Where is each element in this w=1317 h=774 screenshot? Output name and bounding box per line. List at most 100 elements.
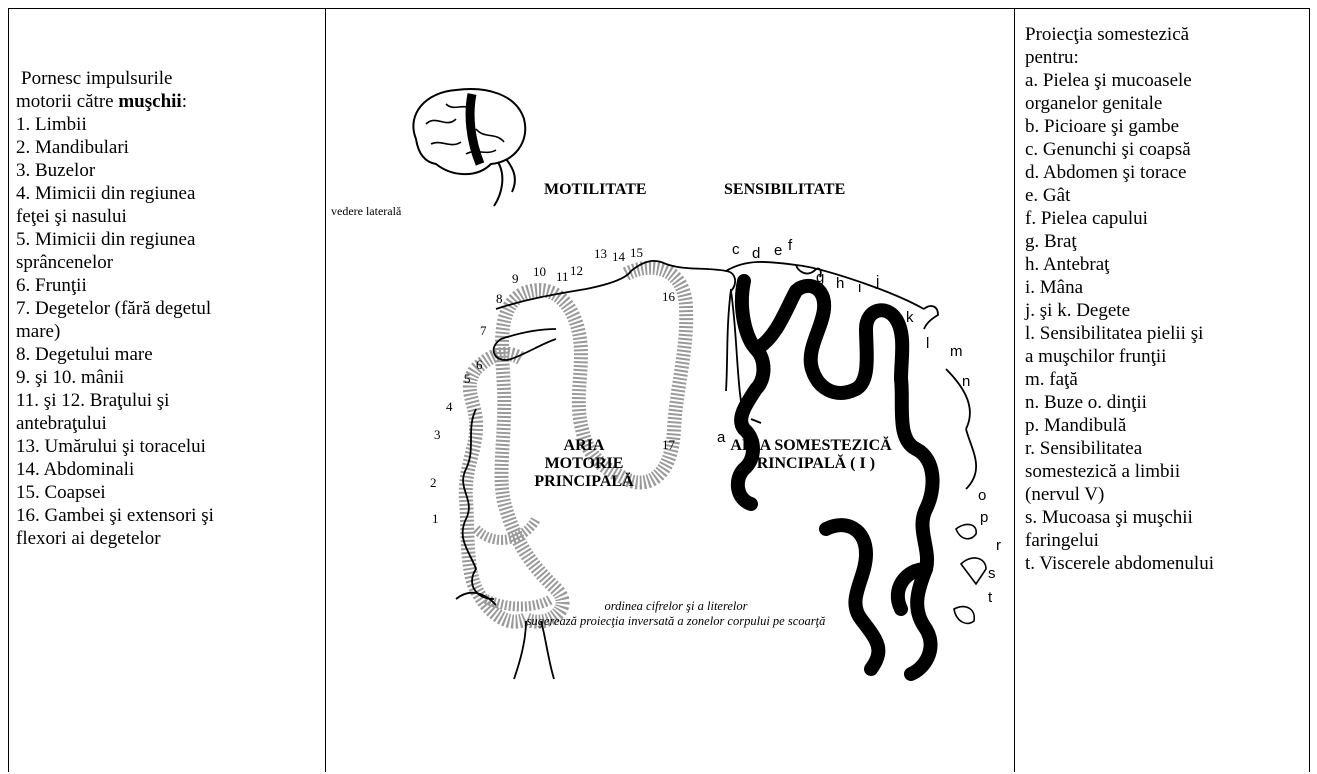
motor-number: 6: [476, 357, 483, 373]
muscles-bold-word: muşchii: [118, 91, 181, 112]
list-item: feţei şi nasului: [16, 205, 321, 228]
list-item: flexori ai degetelor: [16, 527, 321, 550]
list-item: 8. Degetului mare: [16, 343, 321, 366]
sensory-letter: t: [988, 589, 992, 606]
sensory-list-cell: Proiecţia somestezică pentru: a. Pielea …: [1025, 23, 1307, 772]
list-item: organelor genitale: [1025, 92, 1307, 115]
motor-number: 5: [464, 371, 471, 387]
list-item: 3. Buzelor: [16, 159, 321, 182]
list-item: antebraţului: [16, 412, 321, 435]
list-item: 4. Mimicii din regiunea: [16, 182, 321, 205]
list-item: m. faţă: [1025, 368, 1307, 391]
list-item: (nervul V): [1025, 483, 1307, 506]
sensitivity-heading: SENSIBILITATE: [724, 181, 845, 199]
list-item: 14. Abdominali: [16, 458, 321, 481]
list-item: e. Gât: [1025, 184, 1307, 207]
sensory-letter: p: [980, 509, 988, 526]
sensory-letter: l: [926, 335, 929, 352]
sensory-letter: o: [978, 487, 986, 504]
motor-number: 7: [480, 323, 487, 339]
table-border-left: [8, 9, 9, 772]
homunculus-figure: [326, 9, 1014, 771]
side-view-label: vedere laterală: [331, 204, 401, 219]
list-item: 5. Mimicii din regiunea: [16, 228, 321, 251]
list-item: l. Sensibilitatea pielii şi: [1025, 322, 1307, 345]
sensory-letter: n: [962, 373, 970, 390]
motor-number: 14: [612, 249, 625, 265]
tongue-pharynx-icons: [954, 524, 986, 623]
list-item: t. Viscerele abdomenului: [1025, 552, 1307, 575]
list-item: c. Genunchi şi coapsă: [1025, 138, 1307, 161]
sensory-letter: f: [788, 237, 792, 254]
sensory-letter: b: [737, 281, 745, 298]
sensory-letter: c: [732, 241, 740, 258]
list-item: 6. Frunţii: [16, 274, 321, 297]
list-item: Proiecţia somestezică: [1025, 23, 1307, 46]
motor-number: 2: [430, 475, 437, 491]
motor-number: 17: [662, 437, 675, 453]
table-border-right: [1309, 9, 1310, 772]
sensory-letter: h: [836, 275, 844, 292]
motor-number: 3: [434, 427, 441, 443]
list-item: r. Sensibilitatea: [1025, 437, 1307, 460]
sensory-letter: r: [996, 537, 1001, 554]
sensory-letter: d: [752, 245, 760, 262]
list-item: sprâncenelor: [16, 251, 321, 274]
list-item: f. Pielea capului: [1025, 207, 1307, 230]
sensory-letter: s: [988, 565, 996, 582]
motor-number: 11: [556, 269, 569, 285]
list-item: 16. Gambei şi extensori şi: [16, 504, 321, 527]
list-item: a. Pielea şi mucoasele: [1025, 69, 1307, 92]
sensory-letter: m: [950, 343, 963, 360]
list-item: 7. Degetelor (fără degetul: [16, 297, 321, 320]
motor-intro-line2: motorii către muşchii:: [16, 90, 321, 113]
list-item: pentru:: [1025, 46, 1307, 69]
list-item: 11. şi 12. Braţului şi: [16, 389, 321, 412]
list-item: 2. Mandibulari: [16, 136, 321, 159]
figure-cell: vedere laterală MOTILITATE SENSIBILITATE…: [326, 9, 1014, 772]
list-item: 1. Limbii: [16, 113, 321, 136]
list-item: j. şi k. Degete: [1025, 299, 1307, 322]
motor-number: 13: [594, 246, 607, 262]
list-item: g. Braţ: [1025, 230, 1307, 253]
list-item: somestezică a limbii: [1025, 460, 1307, 483]
brain-lateral-view-icon: [413, 89, 525, 206]
sensory-letter: k: [906, 309, 914, 326]
motility-heading: MOTILITATE: [544, 181, 647, 199]
sensory-letter: e: [774, 242, 782, 259]
figure-caption: ordinea cifrelor şi a literelor sugereaz…: [506, 599, 846, 629]
sensory-letter: j: [876, 273, 879, 290]
list-item: 15. Coapsei: [16, 481, 321, 504]
list-item: s. Mucoasa şi muşchii: [1025, 506, 1307, 529]
list-item: a muşchilor frunţii: [1025, 345, 1307, 368]
motor-number: 15: [630, 245, 643, 261]
sensory-letter: g: [816, 269, 824, 286]
column-divider-2: [1014, 9, 1015, 772]
motor-number: 1: [432, 511, 439, 527]
list-item: faringelui: [1025, 529, 1307, 552]
sensory-letter: a: [717, 429, 725, 446]
motor-list-cell: Pornesc impulsurile motorii către muşchi…: [16, 67, 321, 772]
list-item: 9. şi 10. mânii: [16, 366, 321, 389]
motor-area-label: ARIA MOTORIE PRINCIPALĂ: [524, 437, 644, 491]
motor-list: Pornesc impulsurile motorii către muşchi…: [16, 67, 321, 550]
list-item: d. Abdomen şi torace: [1025, 161, 1307, 184]
list-item: p. Mandibulă: [1025, 414, 1307, 437]
list-item: n. Buze o. dinţii: [1025, 391, 1307, 414]
motor-number: 10: [533, 264, 546, 280]
motor-number: 9: [512, 271, 519, 287]
motor-number: 16: [662, 289, 675, 305]
motor-number: 8: [496, 291, 503, 307]
sensory-list: Proiecţia somestezică pentru: a. Pielea …: [1025, 23, 1307, 575]
list-item: h. Antebraţ: [1025, 253, 1307, 276]
sensory-area-label: ARIA SOMESTEZICĂ PRINCIPALĂ ( I ): [716, 437, 906, 473]
list-item: 13. Umărului şi toracelui: [16, 435, 321, 458]
motor-number: 4: [446, 399, 453, 415]
motor-intro-line1: Pornesc impulsurile: [16, 67, 321, 90]
list-item: b. Picioare şi gambe: [1025, 115, 1307, 138]
motor-number: 12: [570, 263, 583, 279]
list-item: mare): [16, 320, 321, 343]
content-table: Pornesc impulsurile motorii către muşchi…: [8, 8, 1310, 772]
list-item: i. Mâna: [1025, 276, 1307, 299]
sensory-letter: i: [858, 279, 861, 296]
